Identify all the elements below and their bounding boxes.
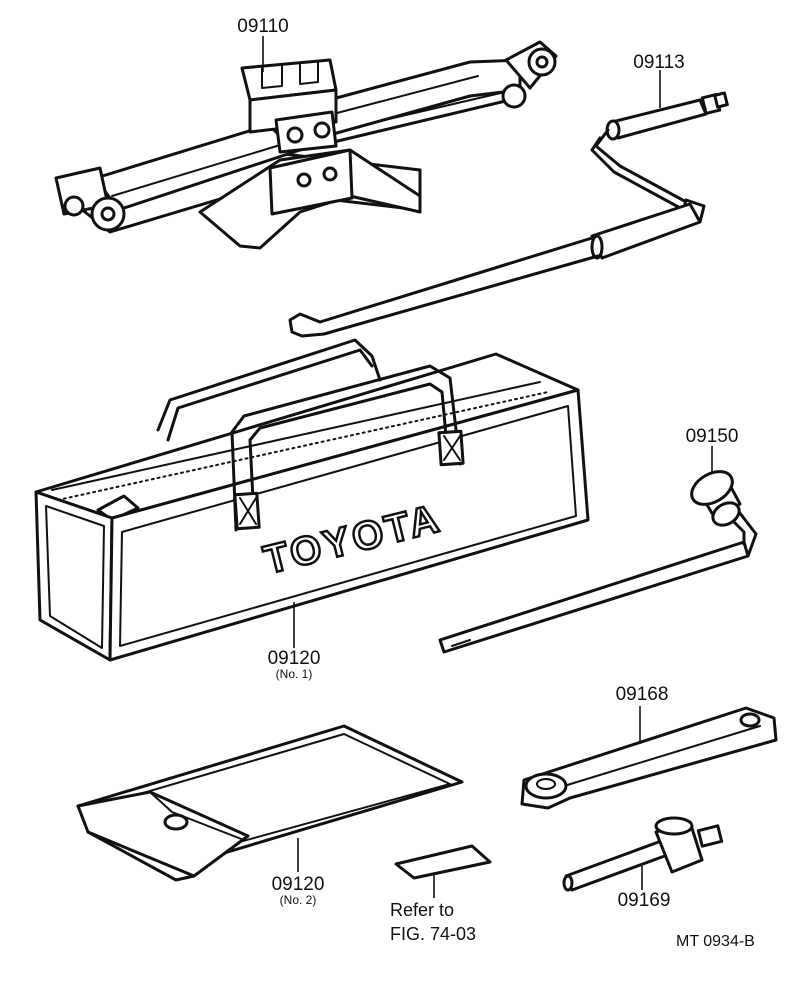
ratchet-handle [520, 706, 778, 810]
lug-wrench [438, 470, 758, 654]
part-number-tool-pouch: 09120 [272, 874, 325, 895]
part-number-lug-wrench: 09150 [686, 426, 739, 447]
extension-bar [562, 816, 724, 892]
figure-code: MT 0934-B [676, 933, 755, 950]
part-note-tool-pouch: (No. 2) [280, 893, 317, 907]
part-number-jack: 09110 [237, 16, 288, 37]
tool-pouch [76, 724, 464, 882]
part-number-extension: 09169 [618, 890, 671, 911]
part-number-jack-handle: 09113 [633, 52, 684, 73]
scissor-jack [54, 40, 558, 250]
reference-sheet [394, 844, 492, 880]
tool-bag: TOYOTA [34, 338, 590, 662]
reference-line-2: FIG. 74-03 [390, 924, 476, 944]
part-note-tool-bag: (No. 1) [276, 667, 313, 681]
part-number-ratchet: 09168 [616, 684, 669, 705]
jack-handle [288, 91, 729, 338]
reference-line-1: Refer to [390, 900, 454, 920]
part-number-tool-bag: 09120 [268, 648, 321, 669]
